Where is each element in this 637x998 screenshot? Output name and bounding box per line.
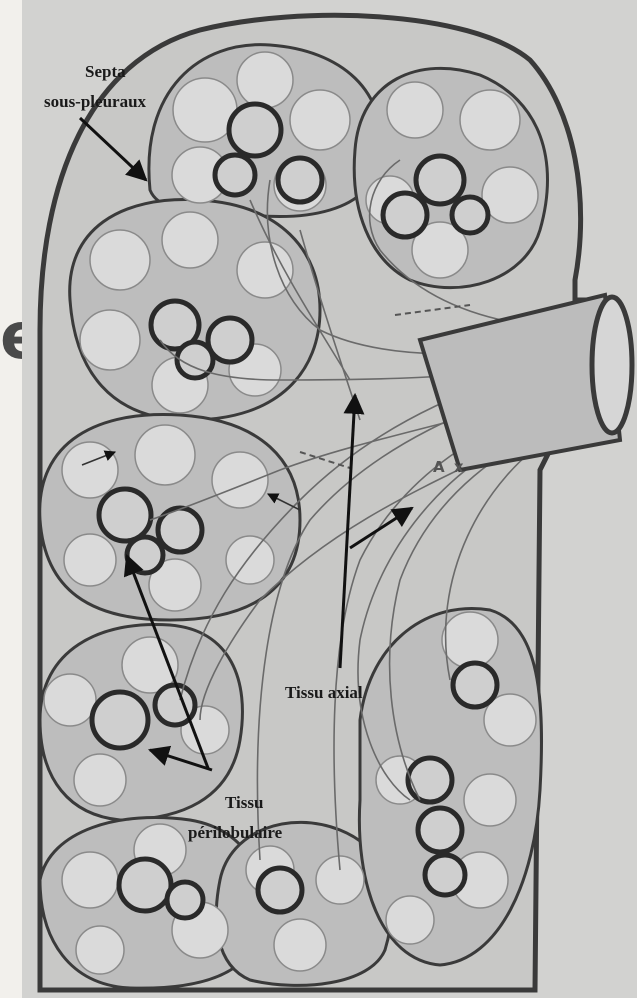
- ax-label: A x: [433, 458, 466, 476]
- peri-label-line1: Tissu: [225, 793, 263, 812]
- septa-label-line1: Septa: [85, 62, 126, 81]
- peri-label-line2: périlobulaire: [188, 823, 283, 842]
- septa-label-line2: sous-pleuraux: [44, 92, 147, 111]
- axial-label: Tissu axial: [285, 683, 363, 702]
